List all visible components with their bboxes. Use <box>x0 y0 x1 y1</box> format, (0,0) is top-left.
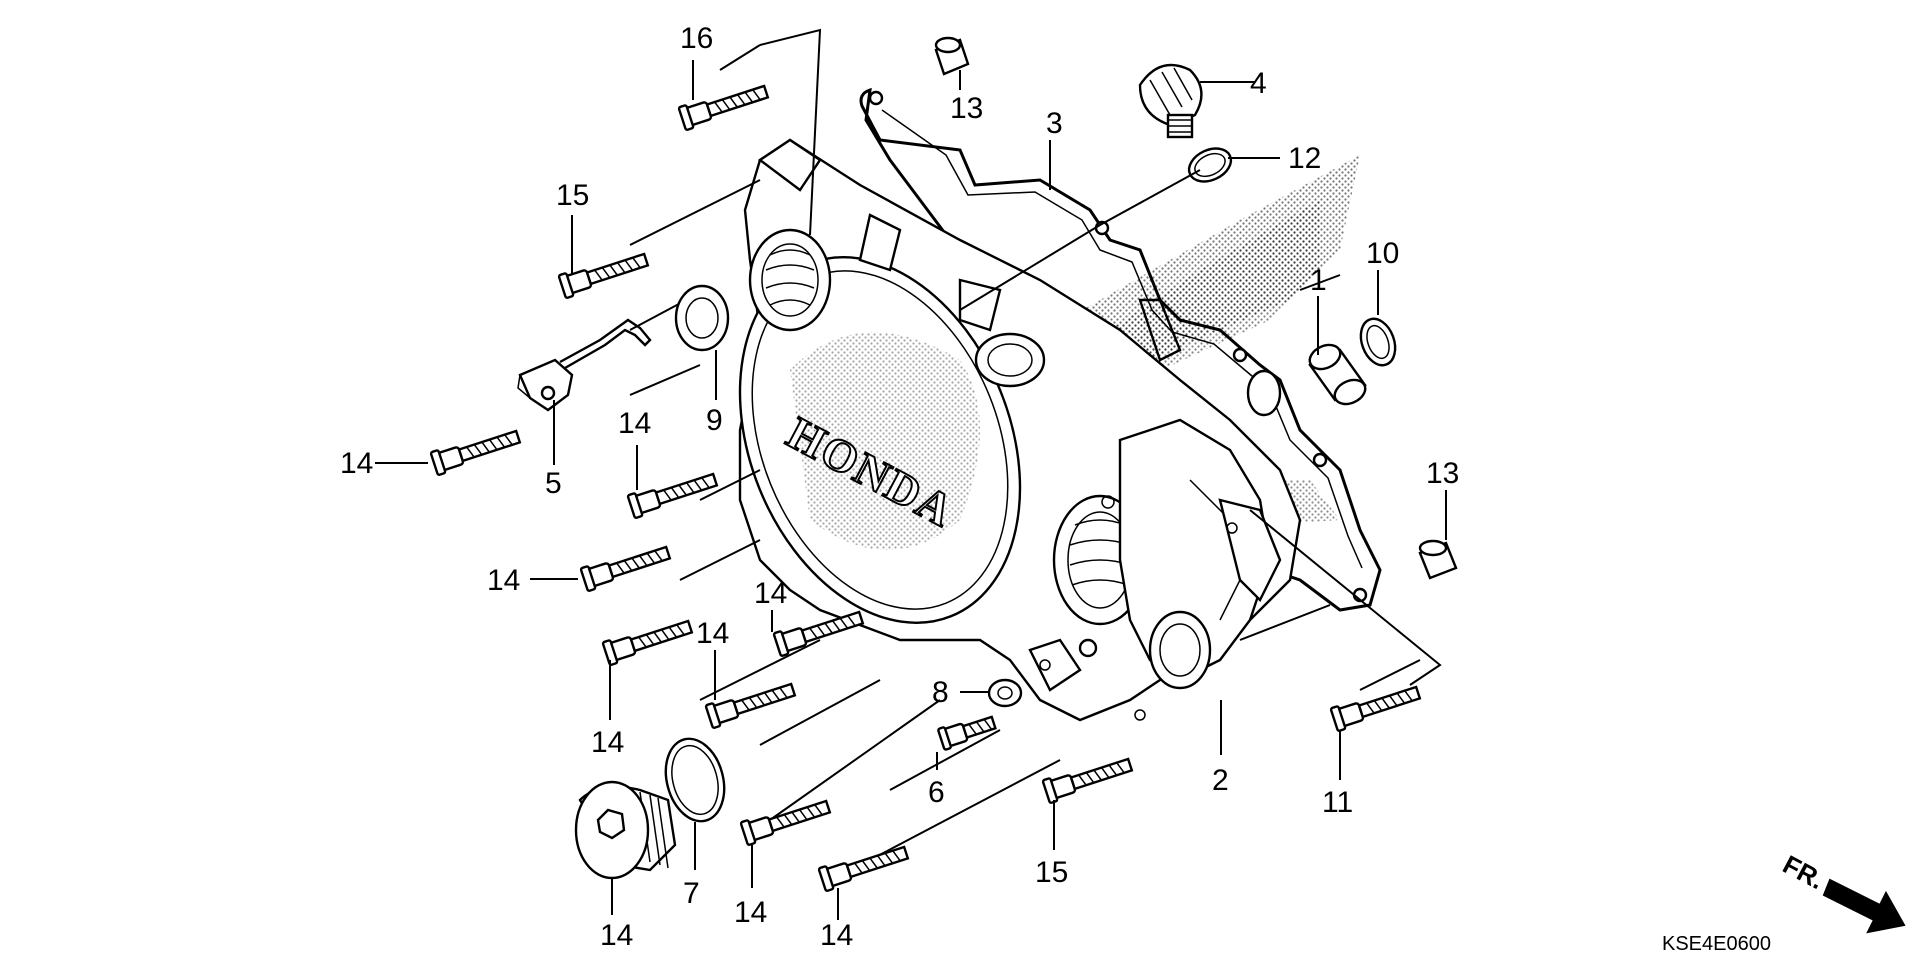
callout-13-upper: 13 <box>950 92 983 125</box>
callout-5: 5 <box>545 467 562 500</box>
clamp-5 <box>517 318 652 412</box>
bolt-14-a <box>429 424 523 477</box>
callout-13-lower: 13 <box>1426 457 1459 490</box>
callout-15-lower: 15 <box>1035 856 1068 889</box>
callout-1: 1 <box>1310 264 1327 297</box>
bolt-14-c <box>579 540 673 593</box>
dowel-13-upper <box>934 36 970 76</box>
callout-3: 3 <box>1046 107 1063 140</box>
front-direction-marker: FR. <box>1778 849 1906 934</box>
crankcase-cover: HONDA <box>738 138 1302 722</box>
bolt-14-d <box>601 614 695 667</box>
bolt-6 <box>937 715 997 751</box>
callout-4: 4 <box>1250 67 1267 100</box>
callout-labels: 16 13 4 3 12 15 10 1 9 5 14 14 13 14 14 … <box>340 22 1459 952</box>
drawing-code: KSE4E0600 <box>1662 933 1771 955</box>
washer-8 <box>987 678 1023 708</box>
callout-10: 10 <box>1366 237 1399 270</box>
o-ring-10 <box>1359 317 1397 367</box>
callout-15-upper: 15 <box>556 179 589 212</box>
o-ring-12 <box>1187 147 1233 183</box>
o-ring-11 <box>664 737 726 823</box>
leader-lines <box>629 28 1442 861</box>
callout-14-f: 14 <box>591 726 624 759</box>
oil-filler-cap-4 <box>1138 63 1203 139</box>
bolt-14-f <box>704 677 798 730</box>
callout-14-c: 14 <box>487 564 520 597</box>
plug-cap-7 <box>574 780 677 880</box>
bolt-14-e <box>772 605 866 658</box>
callout-14-e: 14 <box>696 617 729 650</box>
callout-9: 9 <box>706 404 723 437</box>
callout-16: 16 <box>680 22 713 55</box>
callout-14-g: 14 <box>734 896 767 929</box>
bolt-14-i <box>1329 680 1423 733</box>
callout-8: 8 <box>932 676 949 709</box>
callout-14-b: 14 <box>618 407 651 440</box>
oil-seal-9 <box>674 284 730 352</box>
bolt-15-lower <box>1041 752 1135 805</box>
bolt-14-g <box>739 794 833 847</box>
callout-14-i: 11 <box>1322 786 1353 819</box>
callout-14-d: 14 <box>754 577 787 610</box>
dowel-13-lower <box>1418 539 1458 580</box>
bolt-14-h <box>817 840 911 893</box>
callout-6: 6 <box>928 776 945 809</box>
callout-7: 14 <box>600 919 633 952</box>
callout-lines <box>375 60 1447 920</box>
bolt-14-b <box>626 467 720 520</box>
callout-14-h: 14 <box>820 919 853 952</box>
fr-label: FR. <box>1778 849 1829 895</box>
callout-11: 7 <box>683 877 700 910</box>
collar-1 <box>1308 343 1367 406</box>
callout-12: 12 <box>1288 142 1321 175</box>
front-arrow-icon <box>1822 878 1906 934</box>
callout-14-a: 14 <box>340 447 373 480</box>
callout-2: 2 <box>1212 764 1229 797</box>
